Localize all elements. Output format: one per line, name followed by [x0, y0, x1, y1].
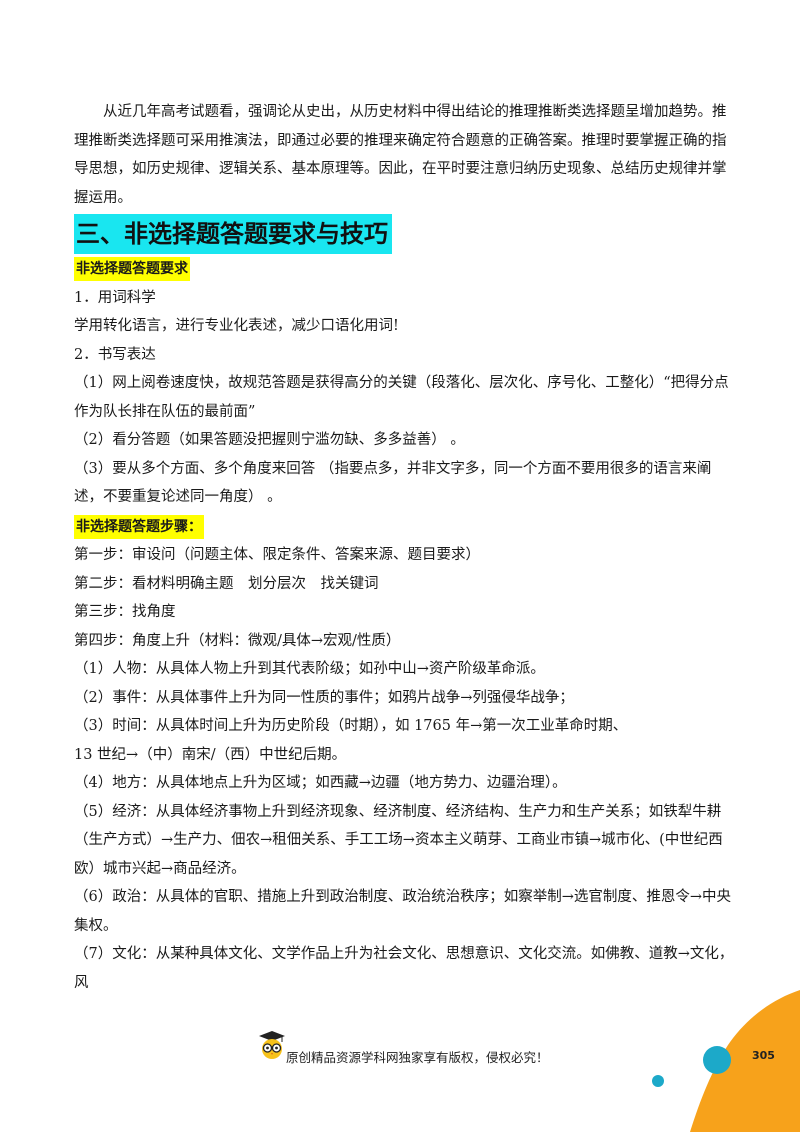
- steps-heading: 非选择题答题步骤：: [74, 514, 204, 539]
- item2-title: 2．书写表达: [74, 346, 156, 363]
- step-2: 第二步：看材料明确主题 划分层次 找关键词: [74, 575, 379, 592]
- orange-corner-shape: [690, 990, 800, 1132]
- point-3-time-cont: 13 世纪→（中）南宋/（西）中世纪后期。: [74, 746, 347, 763]
- step-4: 第四步：角度上升（材料：微观/具体→宏观/性质）: [74, 632, 401, 649]
- point-5-economy: （5）经济：从具体经济事物上升到经济现象、经济制度、经济结构、生产力和生产关系；…: [74, 803, 723, 877]
- point-4-place: （4）地方：从具体地点上升为区域；如西藏→边疆（地方势力、边疆治理）。: [74, 775, 567, 791]
- owl-graduate-icon: [259, 1031, 285, 1059]
- point-7-culture: （7）文化：从某种具体文化、文学作品上升为社会文化、思想意识、文化交流。如佛教、…: [74, 946, 734, 991]
- item2-paragraph-3: （3）要从多个方面、多个角度来回答 （指要点多，并非文字多，同一个方面不要用很多…: [74, 460, 712, 506]
- point-6-politics: （6）政治：从具体的官职、措施上升到政治制度、政治统治秩序；如察举制→选官制度、…: [74, 889, 732, 934]
- requirements-heading: 非选择题答题要求: [74, 257, 190, 281]
- step-1: 第一步：审设问（问题主体、限定条件、答案来源、题目要求）: [74, 547, 480, 563]
- step-3: 第三步：找角度: [74, 604, 176, 620]
- point-2-event: （2）事件：从具体事件上升为同一性质的事件；如鸦片战争→列强侵华战争；: [74, 689, 574, 706]
- section-title: 三、非选择题答题要求与技巧: [74, 214, 392, 254]
- item1-title: 1．用词科学: [74, 289, 156, 306]
- item2-paragraph-1: （1）网上阅卷速度快，故规范答题是获得高分的关键（段落化、层次化、序号化、工整化…: [74, 375, 729, 420]
- item2-paragraph-2: （2）看分答题（如果答题没把握则宁滥勿缺、多多益善） 。: [74, 432, 465, 448]
- page-number: 305: [752, 1049, 775, 1062]
- copyright-footer: 原创精品资源学科网独家享有版权，侵权必究！: [286, 1050, 549, 1065]
- item1-text: 学用转化语言，进行专业化表述，减少口语化用词!: [74, 318, 399, 334]
- teal-dot-large: [703, 1046, 731, 1074]
- document-body: 从近几年高考试题看，强调论从史出，从历史材料中得出结论的推理推断类选择题呈增加趋…: [74, 98, 734, 997]
- point-3-time: （3）时间：从具体时间上升为历史阶段（时期），如 1765 年→第一次工业革命时…: [74, 718, 628, 734]
- point-1-person: （1）人物：从具体人物上升到其代表阶级；如孙中山→资产阶级革命派。: [74, 661, 545, 677]
- teal-dot-small: [652, 1075, 664, 1087]
- intro-paragraph: 从近几年高考试题看，强调论从史出，从历史材料中得出结论的推理推断类选择题呈增加趋…: [74, 104, 727, 206]
